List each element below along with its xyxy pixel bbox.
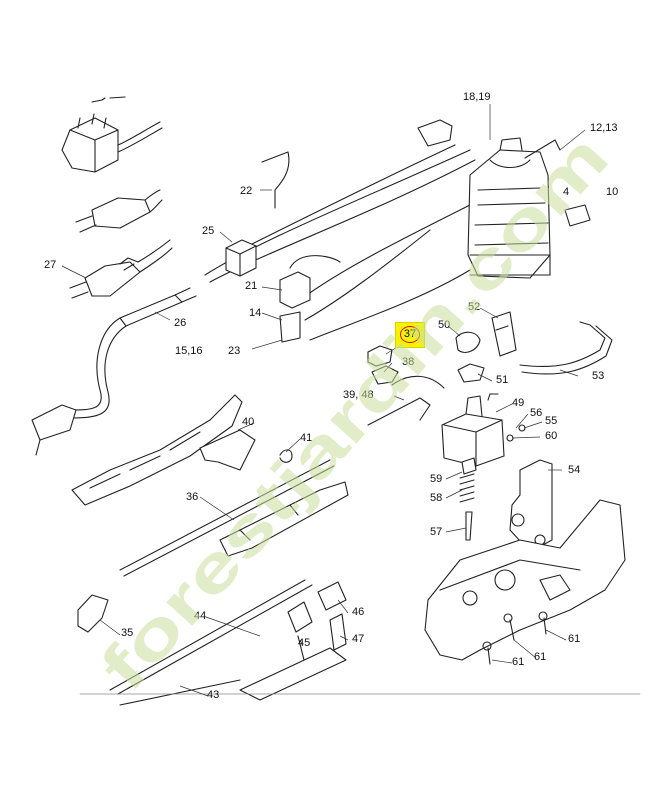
callout-21: 21 bbox=[245, 280, 258, 292]
callout-44: 44 bbox=[194, 610, 207, 622]
rod-53 bbox=[519, 321, 606, 368]
callout-37-highlight: 37 bbox=[395, 322, 425, 348]
handle-housing bbox=[71, 394, 243, 506]
callout-59: 59 bbox=[430, 473, 443, 485]
callout-26: 26 bbox=[174, 317, 187, 329]
callout-39-48: 39, 48 bbox=[343, 389, 374, 401]
callout-36: 36 bbox=[186, 491, 199, 503]
callout-55: 55 bbox=[545, 415, 558, 427]
part-47 bbox=[329, 613, 347, 651]
callout-60: 60 bbox=[545, 430, 558, 442]
trigger-housing bbox=[219, 481, 349, 557]
callout-53: 53 bbox=[592, 370, 605, 382]
callout-51: 51 bbox=[496, 374, 509, 386]
bar-43 bbox=[239, 647, 347, 701]
part-50 bbox=[455, 331, 481, 353]
callout-45: 45 bbox=[298, 637, 311, 649]
callout-54: 54 bbox=[568, 464, 581, 476]
callout-43: 43 bbox=[207, 689, 220, 701]
callout-50: 50 bbox=[438, 319, 451, 331]
callout-37: 37 bbox=[399, 326, 421, 343]
switch-49 bbox=[441, 393, 505, 467]
callout-4: 4 bbox=[563, 186, 570, 198]
trigger-37 bbox=[367, 345, 399, 385]
callout-49: 49 bbox=[512, 397, 525, 409]
uk-plug bbox=[61, 113, 163, 173]
motor bbox=[467, 137, 561, 279]
screw-61 bbox=[482, 611, 548, 665]
callout-22: 22 bbox=[240, 185, 253, 197]
clip-35 bbox=[77, 594, 109, 633]
callout-57: 57 bbox=[430, 526, 443, 538]
pin-57 bbox=[465, 511, 473, 541]
lever-52 bbox=[491, 311, 517, 357]
cord-26 bbox=[31, 287, 197, 456]
callout-61-a: 61 bbox=[568, 633, 581, 645]
callout-10: 10 bbox=[606, 186, 619, 198]
brush-right bbox=[564, 204, 591, 227]
part-40 bbox=[199, 429, 256, 471]
callout-25: 25 bbox=[202, 225, 215, 237]
callout-46: 46 bbox=[352, 606, 365, 618]
connector-18 bbox=[417, 119, 453, 147]
callout-38: 38 bbox=[402, 356, 415, 368]
plug-27 bbox=[69, 239, 173, 299]
callout-12-13: 12,13 bbox=[590, 122, 618, 134]
part-45 bbox=[297, 635, 305, 661]
part-46 bbox=[317, 581, 347, 611]
terminal-25 bbox=[225, 239, 257, 277]
callout-23: 23 bbox=[228, 345, 241, 357]
callout-41: 41 bbox=[300, 432, 313, 444]
rod-39 bbox=[367, 397, 431, 426]
callout-14: 14 bbox=[249, 307, 262, 319]
callout-61-c: 61 bbox=[512, 656, 525, 668]
callout-61-b: 61 bbox=[534, 651, 547, 663]
housing-shell bbox=[424, 499, 626, 661]
callout-18-19: 18,19 bbox=[463, 91, 491, 103]
rod-36 bbox=[119, 459, 331, 571]
callout-47: 47 bbox=[352, 633, 365, 645]
callout-52: 52 bbox=[468, 301, 481, 313]
callout-35: 35 bbox=[121, 627, 134, 639]
spring-58 bbox=[459, 473, 475, 503]
switch-14 bbox=[279, 255, 341, 343]
callout-40: 40 bbox=[242, 416, 255, 428]
callout-58: 58 bbox=[430, 492, 443, 504]
part-51 bbox=[457, 363, 485, 383]
callout-56: 56 bbox=[530, 407, 543, 419]
spring-41 bbox=[279, 449, 293, 463]
callout-15-16: 15,16 bbox=[175, 345, 203, 357]
shaft-44 bbox=[109, 579, 306, 691]
part-59 bbox=[461, 457, 477, 475]
euro-plug bbox=[75, 189, 163, 233]
callout-27: 27 bbox=[44, 259, 57, 271]
wire-22 bbox=[261, 151, 290, 209]
bracket-54 bbox=[509, 459, 553, 553]
